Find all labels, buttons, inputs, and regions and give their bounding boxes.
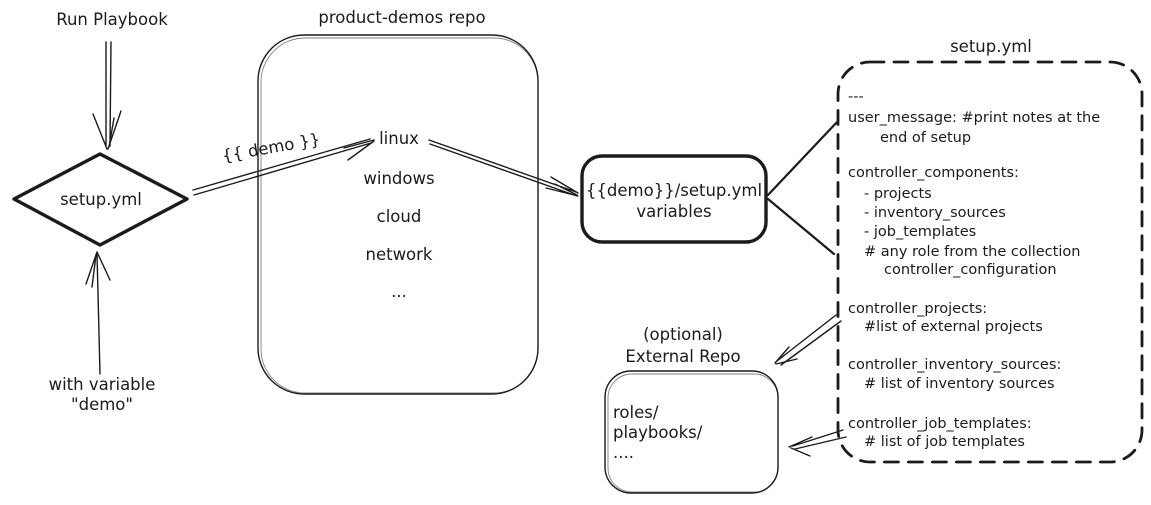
- run-playbook-arrow: [92, 41, 122, 150]
- setup-yml-file: setup.yml --- user_message: #print notes…: [836, 37, 1144, 464]
- variables-box-group: {{demo}}/setup.yml variables: [580, 154, 768, 244]
- variables-box-line1: {{demo}}/setup.yml: [586, 181, 762, 200]
- yaml-line-job-templates: - job_templates: [864, 224, 976, 240]
- repo-item-linux: linux: [379, 129, 419, 148]
- demo-connection: {{ demo }}: [192, 130, 375, 196]
- setup-yml-diamond-label: setup.yml: [60, 190, 142, 209]
- repo-item-network: network: [365, 245, 432, 264]
- yaml-line-controller-projects: controller_projects:: [848, 301, 987, 317]
- external-repo: (optional) External Repo roles/ playbook…: [604, 325, 779, 494]
- yaml-line-controller-job-templates: controller_job_templates:: [848, 416, 1032, 432]
- variables-box-line2: variables: [636, 202, 711, 221]
- yaml-line-controller-inventory-sources: controller_inventory_sources:: [848, 357, 1061, 373]
- demo-arrow: [192, 138, 375, 196]
- yaml-line-job-templates-comment: # list of job templates: [864, 434, 1025, 450]
- yaml-line-any-role-comment: # any role from the collection: [864, 244, 1080, 260]
- repo-item-windows: windows: [363, 169, 434, 188]
- repo-item-ellipsis: ...: [391, 282, 407, 301]
- setup-yml-dashed-box: [836, 60, 1144, 464]
- repo-item-cloud: cloud: [377, 207, 422, 226]
- external-repo-title-line2: External Repo: [625, 347, 740, 366]
- linux-to-variables-arrow: [428, 139, 579, 197]
- variables-to-setup-fan-lines: [766, 119, 840, 256]
- yaml-line-doc-start: ---: [848, 89, 864, 105]
- yaml-line-controller-configuration: controller_configuration: [884, 262, 1057, 278]
- run-playbook-flow: Run Playbook setup.yml with variable "de…: [12, 10, 189, 414]
- with-variable-label-line2: "demo": [71, 395, 133, 414]
- with-variable-arrow: [85, 251, 111, 375]
- variables-box: [580, 154, 768, 244]
- product-demos-repo-title: product-demos repo: [318, 8, 485, 27]
- run-playbook-label: Run Playbook: [56, 10, 168, 29]
- product-demos-repo-box-sketch-echo: [260, 37, 539, 394]
- demo-arrow-label: {{ demo }}: [221, 130, 322, 166]
- setup-to-external-arrow-bottom: [788, 429, 847, 457]
- external-repo-item-ellipsis: ....: [613, 443, 634, 462]
- yaml-line-inventory-sources: - inventory_sources: [864, 205, 1006, 221]
- yaml-line-end-of-setup: end of setup: [880, 130, 971, 146]
- external-repo-title-line1: (optional): [643, 325, 723, 344]
- setup-yml-diamond: [12, 152, 189, 247]
- yaml-line-user-message: user_message: #print notes at the: [848, 110, 1100, 126]
- external-repo-box-sketch-echo: [607, 373, 779, 493]
- yaml-line-external-projects-comment: #list of external projects: [864, 319, 1043, 335]
- yaml-line-projects: - projects: [864, 186, 932, 202]
- with-variable-label-line1: with variable: [49, 375, 156, 394]
- setup-yml-file-title: setup.yml: [950, 37, 1032, 56]
- yaml-line-controller-components: controller_components:: [848, 165, 1019, 181]
- yaml-line-inventory-sources-comment: # list of inventory sources: [864, 376, 1055, 392]
- external-repo-item-playbooks: playbooks/: [613, 423, 703, 442]
- external-repo-item-roles: roles/: [613, 403, 659, 422]
- product-demos-repo: product-demos repo linux windows cloud n…: [257, 8, 539, 395]
- setup-to-external-arrow-top: [774, 314, 842, 366]
